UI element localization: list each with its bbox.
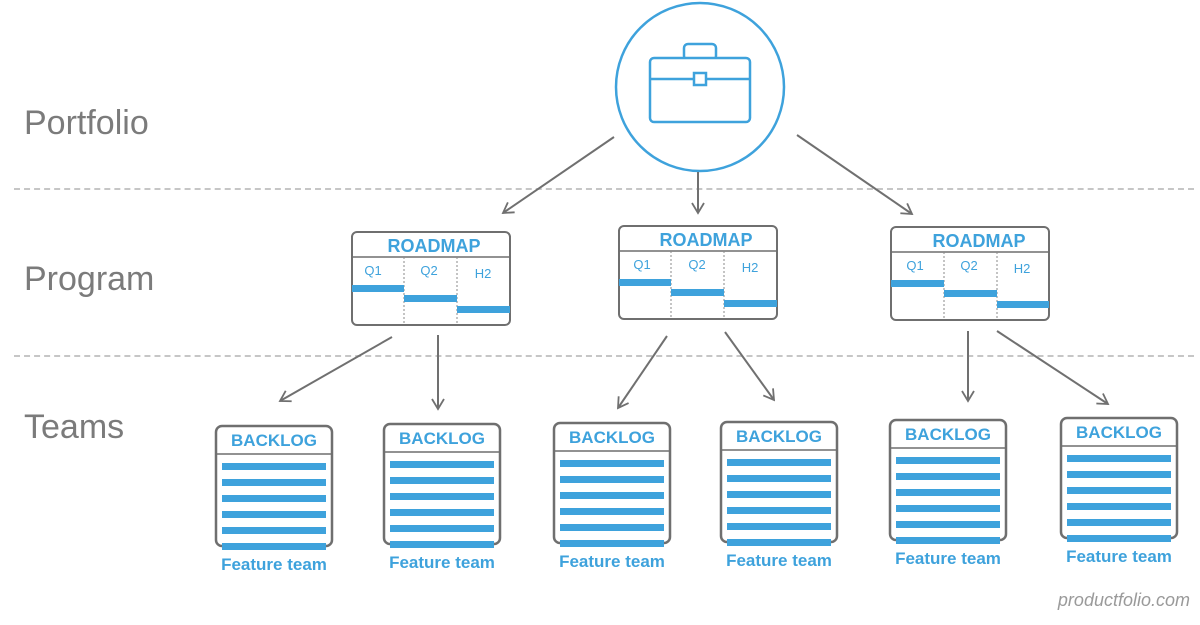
- backlog-item-bar: [1067, 487, 1171, 494]
- backlog-card: BACKLOG Feature team: [552, 421, 672, 571]
- level-label-program: Program: [24, 260, 155, 298]
- divider-portfolio-program: [14, 188, 1194, 190]
- backlog-item-bar: [222, 495, 326, 502]
- arrow: [796, 134, 914, 215]
- arrow: [996, 330, 1110, 405]
- arrow: [278, 336, 393, 403]
- backlog-item-bar: [727, 523, 831, 530]
- backlog-item-bar: [222, 479, 326, 486]
- backlog-caption: Feature team: [1066, 547, 1172, 566]
- backlog-card: BACKLOG Feature team: [888, 418, 1008, 568]
- backlog-item-bar: [727, 507, 831, 514]
- backlog-card: BACKLOG Feature team: [214, 424, 334, 574]
- roadmap-column-label: Q2: [688, 257, 705, 272]
- roadmap-bar: [944, 290, 997, 297]
- briefcase-icon: [648, 42, 752, 124]
- roadmap-bar: [724, 300, 777, 307]
- backlog-item-bar: [390, 509, 494, 516]
- backlog-card: BACKLOG Feature team: [1059, 416, 1179, 566]
- roadmap-bar: [671, 289, 724, 296]
- backlog-item-bar: [727, 459, 831, 466]
- backlog-item-bar: [727, 539, 831, 546]
- roadmap-card: ROADMAP Q1 Q2 H2: [351, 231, 511, 326]
- backlog-item-bar: [1067, 455, 1171, 462]
- roadmap-card: ROADMAP Q1 Q2 H2: [618, 225, 778, 320]
- backlog-item-bar: [560, 524, 664, 531]
- roadmap-column-label: H2: [475, 266, 492, 281]
- backlog-caption: Feature team: [389, 553, 495, 572]
- backlog-item-bar: [560, 492, 664, 499]
- backlog-title: BACKLOG: [231, 431, 317, 450]
- backlog-caption: Feature team: [895, 549, 1001, 568]
- backlog-item-bar: [896, 489, 1000, 496]
- backlog-title: BACKLOG: [399, 429, 485, 448]
- backlog-caption: Feature team: [559, 552, 665, 571]
- roadmap-bar: [997, 301, 1049, 308]
- roadmap-card: ROADMAP Q1 Q2 H2: [890, 226, 1050, 321]
- roadmap-column-label: H2: [742, 260, 759, 275]
- roadmap-column-label: Q1: [906, 258, 923, 273]
- roadmap-column-label: Q2: [420, 263, 437, 278]
- level-label-portfolio: Portfolio: [24, 104, 149, 142]
- backlog-item-bar: [390, 477, 494, 484]
- backlog-item-bar: [222, 527, 326, 534]
- arrow: [501, 136, 615, 214]
- backlog-item-bar: [390, 493, 494, 500]
- backlog-title: BACKLOG: [569, 428, 655, 447]
- roadmap-bar: [891, 280, 944, 287]
- backlog-item-bar: [1067, 503, 1171, 510]
- portfolio-node: [614, 1, 786, 173]
- backlog-item-bar: [896, 473, 1000, 480]
- roadmap-title: ROADMAP: [660, 230, 753, 250]
- roadmap-title: ROADMAP: [933, 231, 1026, 251]
- backlog-caption: Feature team: [726, 551, 832, 570]
- backlog-card: BACKLOG Feature team: [382, 422, 502, 572]
- roadmap-bar: [352, 285, 404, 292]
- backlog-item-bar: [222, 463, 326, 470]
- arrows-program-to-teams: [278, 330, 1110, 411]
- backlog-item-bar: [390, 461, 494, 468]
- arrow: [724, 331, 776, 402]
- backlog-item-bar: [390, 541, 494, 548]
- arrows-portfolio-to-program: [501, 134, 914, 215]
- backlog-caption: Feature team: [221, 555, 327, 574]
- roadmap-bar: [619, 279, 671, 286]
- roadmap-column-label: Q1: [364, 263, 381, 278]
- roadmap-title: ROADMAP: [388, 236, 481, 256]
- roadmap-column-label: Q2: [960, 258, 977, 273]
- backlog-item-bar: [896, 521, 1000, 528]
- divider-program-teams: [14, 355, 1194, 357]
- backlog-item-bar: [896, 537, 1000, 544]
- backlog-item-bar: [222, 511, 326, 518]
- backlog-item-bar: [560, 508, 664, 515]
- roadmap-column-label: H2: [1014, 261, 1031, 276]
- backlog-item-bar: [222, 543, 326, 550]
- backlog-title: BACKLOG: [1076, 423, 1162, 442]
- backlog-item-bar: [896, 457, 1000, 464]
- backlog-item-bar: [896, 505, 1000, 512]
- backlog-item-bar: [727, 475, 831, 482]
- arrow: [617, 335, 668, 410]
- backlog-item-bar: [1067, 519, 1171, 526]
- backlog-item-bar: [727, 491, 831, 498]
- backlog-item-bar: [560, 476, 664, 483]
- backlog-item-bar: [560, 460, 664, 467]
- level-label-teams: Teams: [24, 408, 125, 446]
- backlog-title: BACKLOG: [736, 427, 822, 446]
- backlog-item-bar: [390, 525, 494, 532]
- roadmap-bar: [404, 295, 457, 302]
- backlog-item-bar: [1067, 471, 1171, 478]
- backlog-item-bar: [1067, 535, 1171, 542]
- backlog-card: BACKLOG Feature team: [719, 420, 839, 570]
- watermark: productfolio.com: [1057, 590, 1190, 610]
- backlog-title: BACKLOG: [905, 425, 991, 444]
- roadmap-bar: [457, 306, 510, 313]
- roadmap-column-label: Q1: [633, 257, 650, 272]
- backlog-item-bar: [560, 540, 664, 547]
